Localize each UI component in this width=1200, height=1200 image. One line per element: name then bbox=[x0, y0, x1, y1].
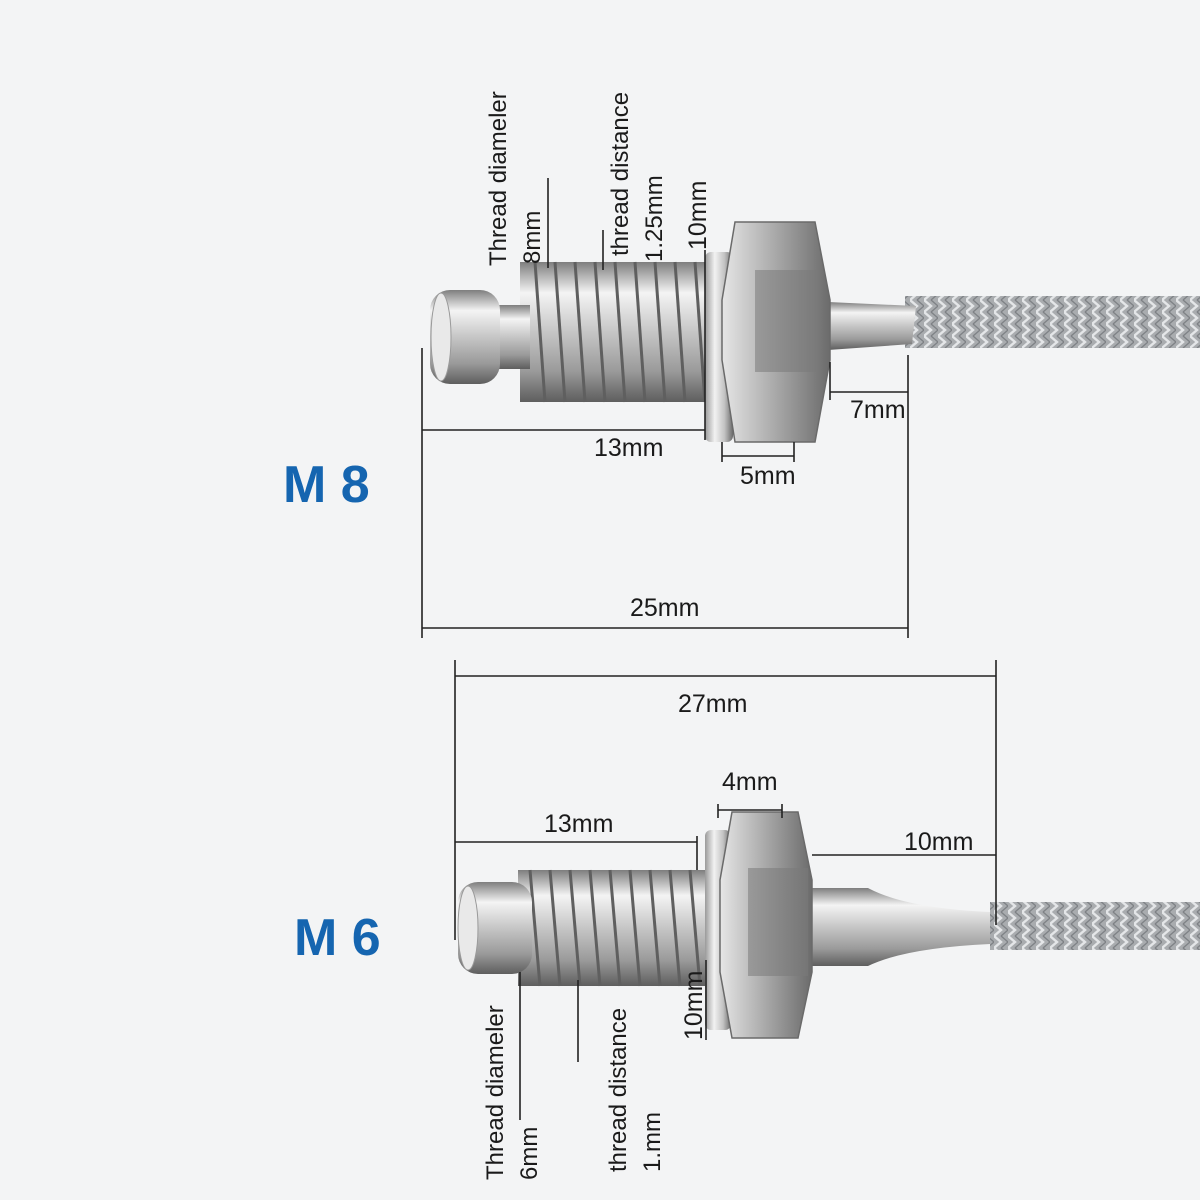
m6-thread-ridges bbox=[528, 869, 702, 987]
m8-nut-height-label: 10mm bbox=[684, 181, 712, 250]
m6-thread-length-label: 13mm bbox=[544, 810, 613, 838]
m6-sensor bbox=[457, 811, 1200, 1039]
m8-thread-diameter-label: Thread diameler bbox=[485, 91, 512, 266]
m8-nut-flat bbox=[755, 270, 818, 372]
m8-probe-end bbox=[430, 292, 452, 382]
m6-braided-cable bbox=[990, 902, 1200, 950]
m6-probe-end bbox=[457, 885, 479, 971]
m8-braided-cable bbox=[905, 296, 1200, 348]
m8-thread-length-label: 13mm bbox=[594, 434, 663, 462]
m8-dimensions bbox=[421, 178, 909, 638]
m6-model-label: M 6 bbox=[294, 909, 381, 967]
m6-thread-distance-value: 1.mm bbox=[639, 1112, 666, 1172]
m8-thread-ridges bbox=[533, 261, 707, 403]
m8-model-label: M 8 bbox=[283, 456, 370, 514]
m6-thread-distance-label: thread distance bbox=[605, 1008, 632, 1172]
m6-sleeve bbox=[808, 888, 990, 966]
m6-thread-diameter-value: 6mm bbox=[516, 1127, 543, 1180]
m6-total-length-label: 27mm bbox=[678, 690, 747, 718]
m8-sleeve bbox=[828, 302, 916, 350]
m6-nut-height-label: 10mm bbox=[680, 971, 708, 1040]
m6-nut-flat bbox=[748, 868, 808, 976]
m8-sleeve-length-label: 7mm bbox=[850, 396, 906, 424]
m6-sleeve-length-label: 10mm bbox=[904, 828, 973, 856]
m8-thread-diameter-value: 8mm bbox=[519, 211, 546, 264]
m8-total-length-label: 25mm bbox=[630, 594, 699, 622]
m6-nut-width-label: 4mm bbox=[722, 768, 778, 796]
m8-sensor bbox=[430, 221, 1200, 443]
m6-dimensions bbox=[454, 660, 997, 1120]
m8-thread-distance-label: thread distance bbox=[607, 92, 634, 256]
m8-nut-width-label: 5mm bbox=[740, 462, 796, 490]
m8-thread-distance-value: 1.25mm bbox=[641, 175, 668, 262]
m6-thread-diameter-label: Thread diameler bbox=[482, 1005, 509, 1180]
